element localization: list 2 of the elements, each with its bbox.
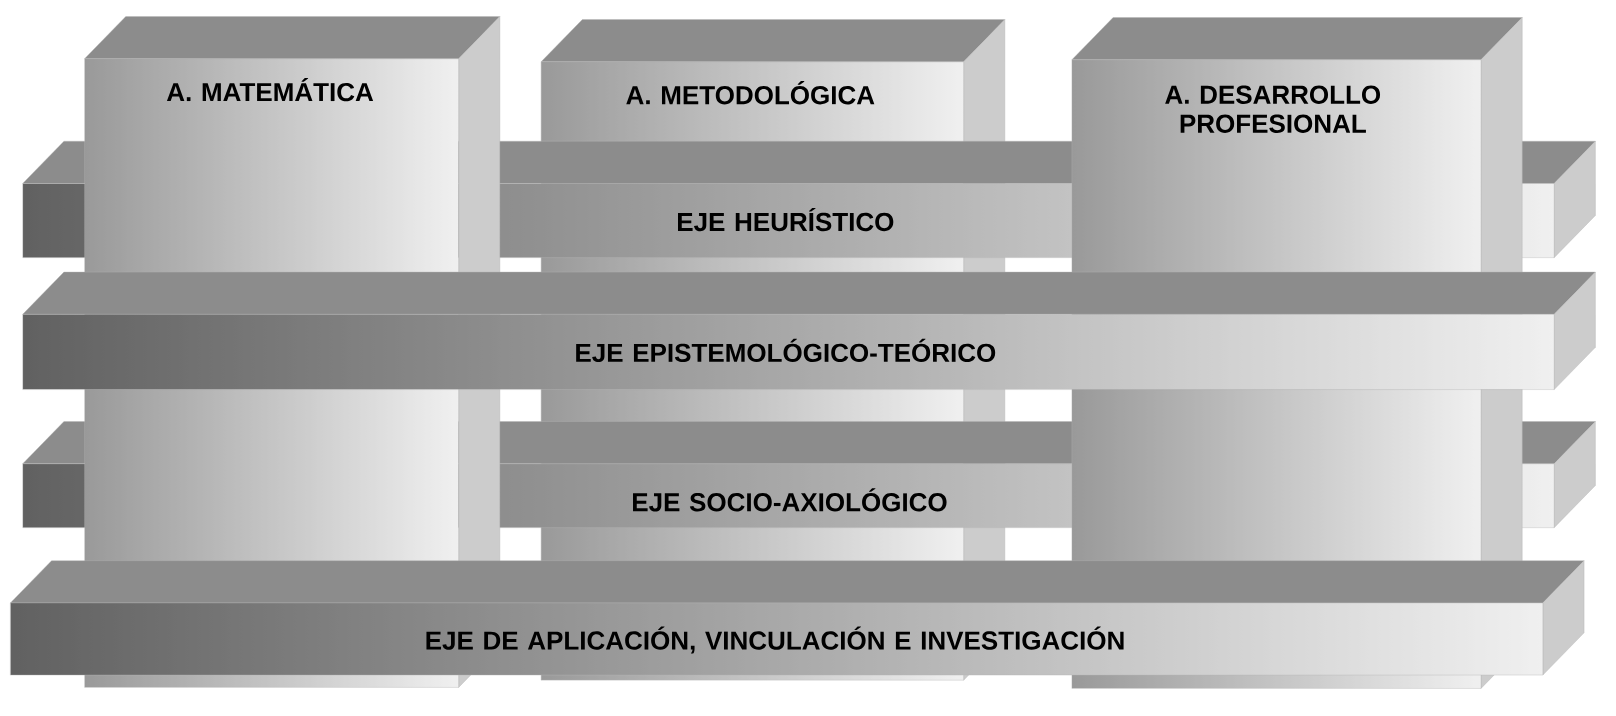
- bar-block: EJE EPISTEMOLÓGICO-TEÓRICO: [22, 271, 1596, 390]
- bar-block: EJE DE APLICACIÓN, VINCULACIÓN E INVESTIGACIÓN: [10, 560, 1585, 676]
